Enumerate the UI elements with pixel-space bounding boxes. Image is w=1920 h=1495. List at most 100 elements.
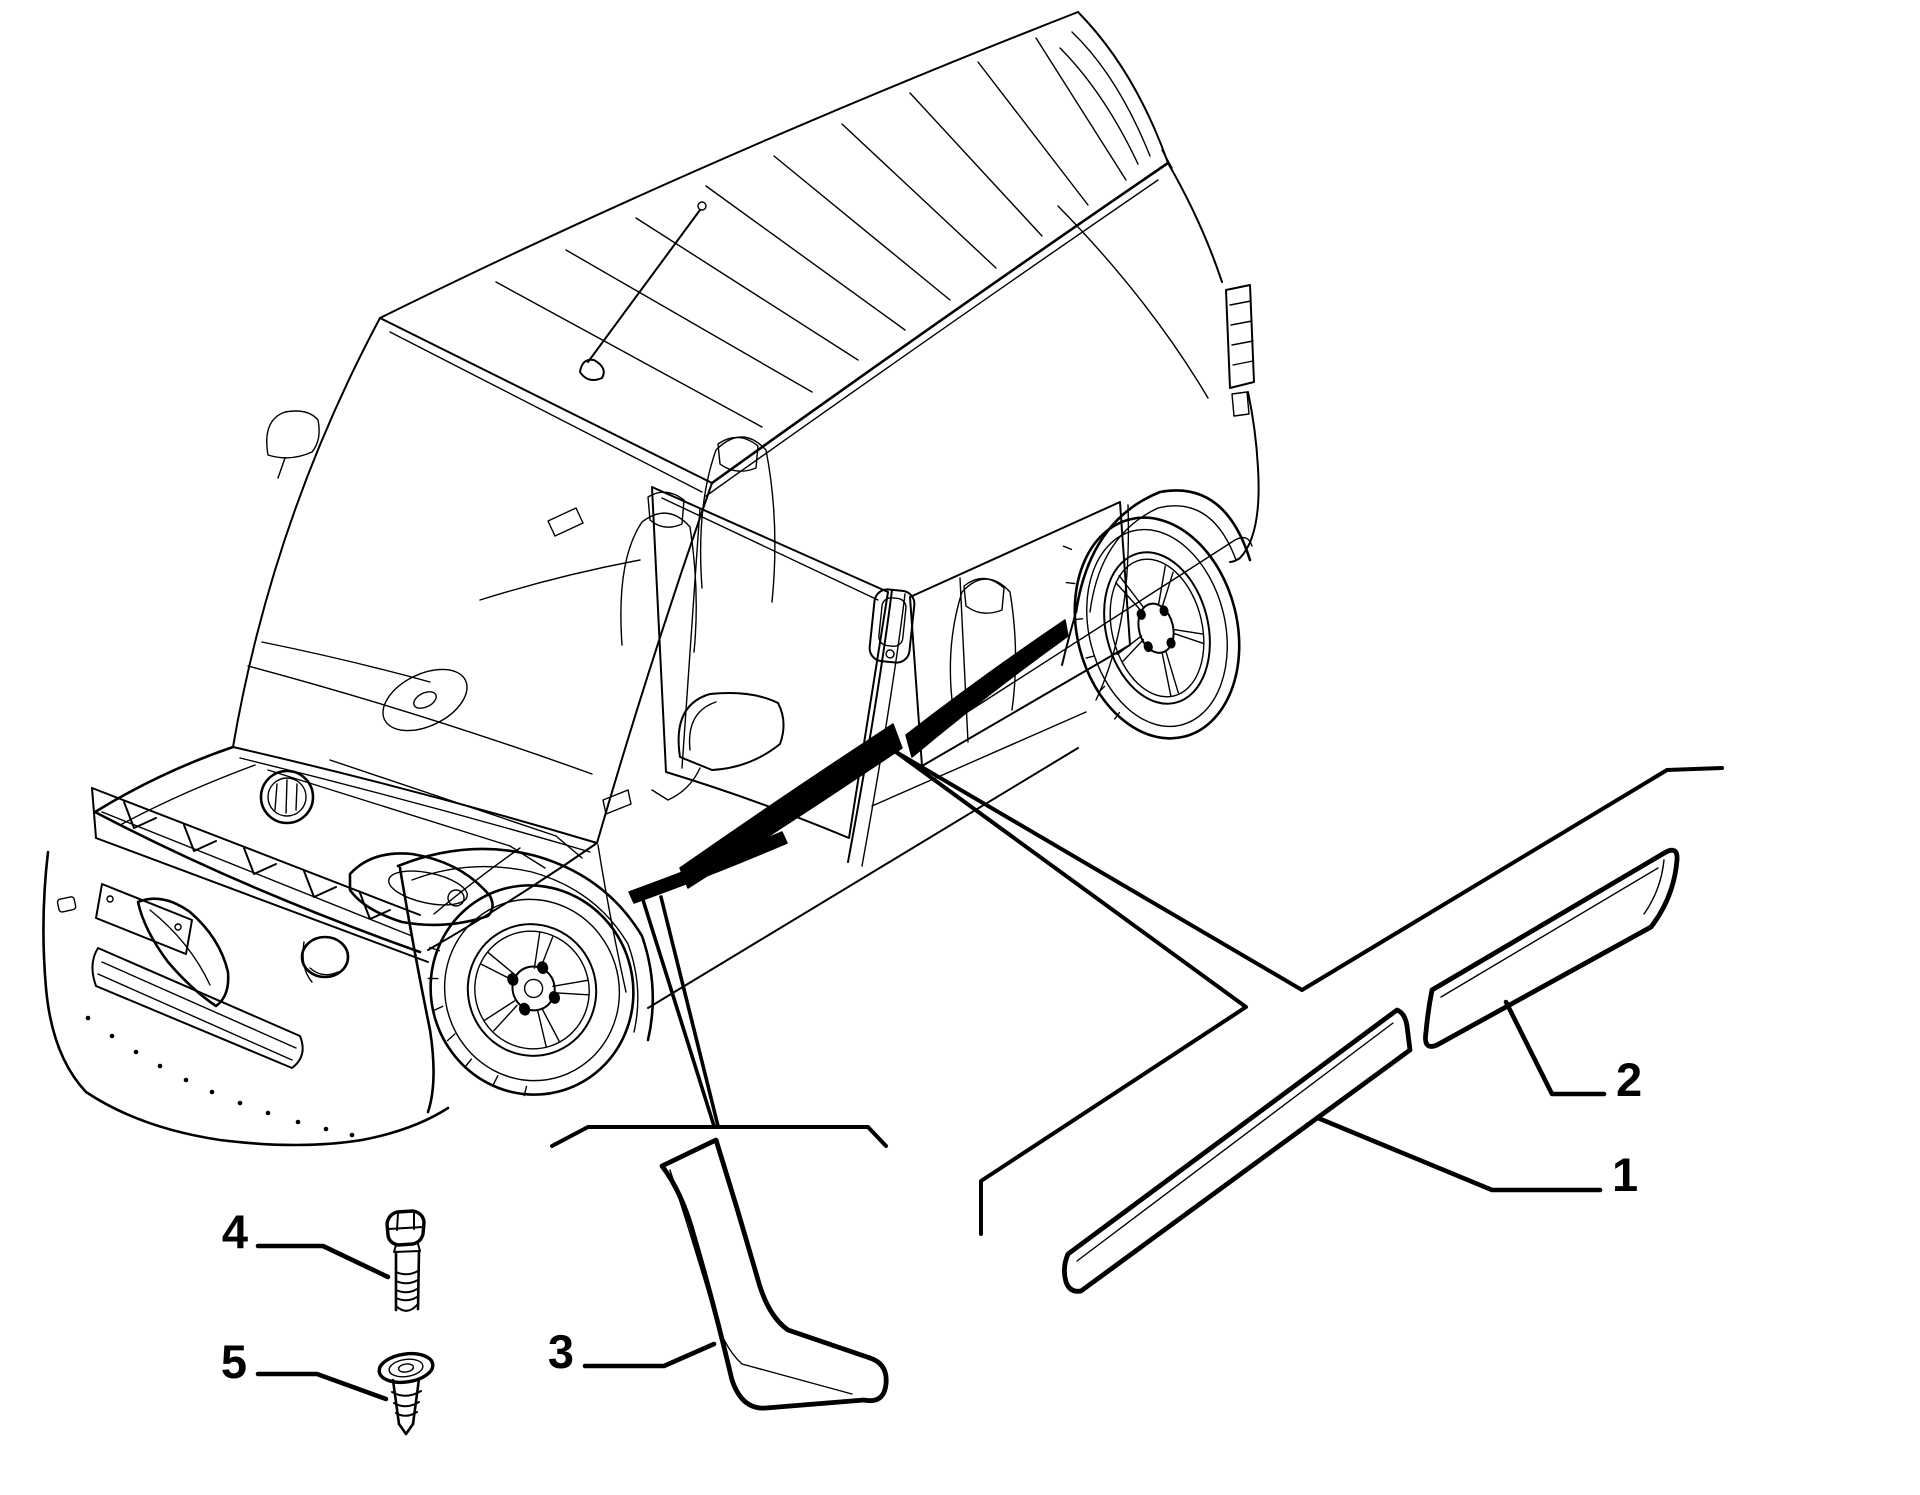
rear-pillar: [1167, 162, 1223, 283]
part-2-rear-moulding: 2: [1423, 847, 1680, 1106]
seat: [620, 512, 697, 653]
a-pillar-far: [232, 317, 381, 748]
cabin-interior: [247, 436, 1017, 775]
front-wheel-arch: [396, 847, 655, 1114]
far-mirror-arm: [277, 457, 286, 479]
callout-label-5: 5: [221, 1335, 247, 1388]
part-2-endcap-line: [1643, 859, 1665, 915]
rear-wheel: [1062, 516, 1241, 740]
callout-label-4: 4: [222, 1205, 248, 1258]
grille-top: [91, 787, 421, 916]
front-grille: [91, 769, 429, 963]
projection-line-lower: [894, 750, 1248, 1236]
part-1-highlight: [1076, 1022, 1394, 1262]
grille-bottom: [91, 787, 429, 963]
clip-center-hole: [397, 1363, 415, 1373]
spokes: [1115, 565, 1204, 697]
leader-line-3: [582, 1341, 717, 1369]
antenna-base: [579, 358, 605, 381]
fiat-badge: [259, 769, 315, 825]
windshield: [232, 317, 713, 869]
leader-line-1: [1315, 1115, 1603, 1193]
part-3-highlight: [669, 1169, 853, 1395]
hood-crease: [121, 764, 256, 825]
front-wheel: [427, 884, 635, 1097]
windshield-base: [232, 746, 598, 844]
fog-lamp: [300, 935, 350, 979]
roof-drip-rail: [710, 161, 1170, 485]
rocker-sill: [602, 711, 1087, 1009]
rear-bumper-corner: [1229, 467, 1260, 563]
leader-line-4: [255, 1243, 391, 1280]
steering-hub: [413, 691, 437, 709]
headrest: [647, 491, 685, 528]
clip-tip: [397, 1422, 415, 1436]
dashboard-line: [261, 641, 431, 683]
tire: [429, 884, 635, 1096]
headrest: [963, 577, 1005, 614]
seat: [699, 436, 776, 603]
roof: [379, 11, 1170, 497]
tire-sidewall: [1086, 528, 1228, 728]
part-1-front-moulding: 1: [1062, 1007, 1638, 1294]
part-3-bracket: [550, 1125, 888, 1148]
dashboard-line: [247, 665, 593, 775]
callout-label-3: 3: [548, 1325, 574, 1378]
part-3-cap-line: [667, 1141, 711, 1163]
sill-bottom-edge: [647, 747, 1079, 1009]
headlight-lens: [388, 870, 468, 906]
fog-lamp-detail: [302, 941, 339, 983]
a-pillar-near: [596, 482, 713, 844]
door-seam: [847, 589, 893, 863]
door-mirror: [677, 692, 785, 771]
arch-outer: [396, 847, 655, 1042]
tow-eye-cover: [56, 896, 77, 913]
fender-seam: [597, 844, 627, 993]
tread-marks: [1062, 545, 1121, 720]
mirrors: [266, 410, 785, 801]
far-mirror: [266, 410, 320, 459]
fiat-badge-inner: [267, 777, 307, 817]
roof-drip-rail-inner: [705, 179, 1159, 497]
bolt-collar: [393, 1243, 421, 1253]
bolt-head-facets: [387, 1211, 424, 1231]
moulding-sill-strip: [628, 831, 788, 904]
arch-outer: [1074, 489, 1252, 614]
headlights: [136, 852, 494, 1008]
front-door-window: [651, 486, 889, 839]
part-2-shape: [1423, 847, 1680, 1049]
headlight-bulb: [447, 889, 465, 907]
antenna-tip: [697, 201, 707, 211]
sliding-door-rear-edge: [1095, 504, 1130, 701]
roof-rear-edge: [1077, 11, 1169, 164]
leader-line-5: [255, 1371, 389, 1402]
projection-line-upper: [894, 750, 1724, 992]
sliding-door-rail: [954, 536, 1253, 721]
windshield-header-inner: [389, 331, 703, 493]
locator-line-3b: [659, 895, 720, 1128]
rear-edge: [1247, 391, 1259, 469]
pillars-seams: [597, 205, 1253, 993]
part-2-highlight: [1440, 867, 1659, 998]
door-handle: [868, 588, 916, 664]
callout-label-2: 2: [1616, 1053, 1642, 1106]
bolt-threads: [395, 1270, 419, 1312]
mirror-inner-line: [688, 701, 717, 751]
grille-slat: [101, 811, 413, 937]
grille-teeth: [123, 801, 391, 920]
roof-far-edge: [379, 11, 1079, 319]
lug-nuts: [507, 961, 560, 1016]
wiper-arm: [555, 835, 583, 859]
headlight-far: [136, 897, 230, 1008]
bolt-head: [385, 1209, 426, 1247]
rim-inner: [1109, 558, 1205, 698]
roof-rear-channel: [1059, 47, 1139, 165]
hood-far-edge: [93, 745, 235, 814]
bumper-rivets: [85, 1015, 355, 1138]
wiper-blade: [329, 759, 557, 837]
antenna-rod: [587, 209, 701, 363]
callout-system: 1 2 3 4: [221, 750, 1724, 1436]
part-3-sill-trim: 3: [548, 895, 889, 1411]
tail-lamp: [1225, 284, 1255, 389]
